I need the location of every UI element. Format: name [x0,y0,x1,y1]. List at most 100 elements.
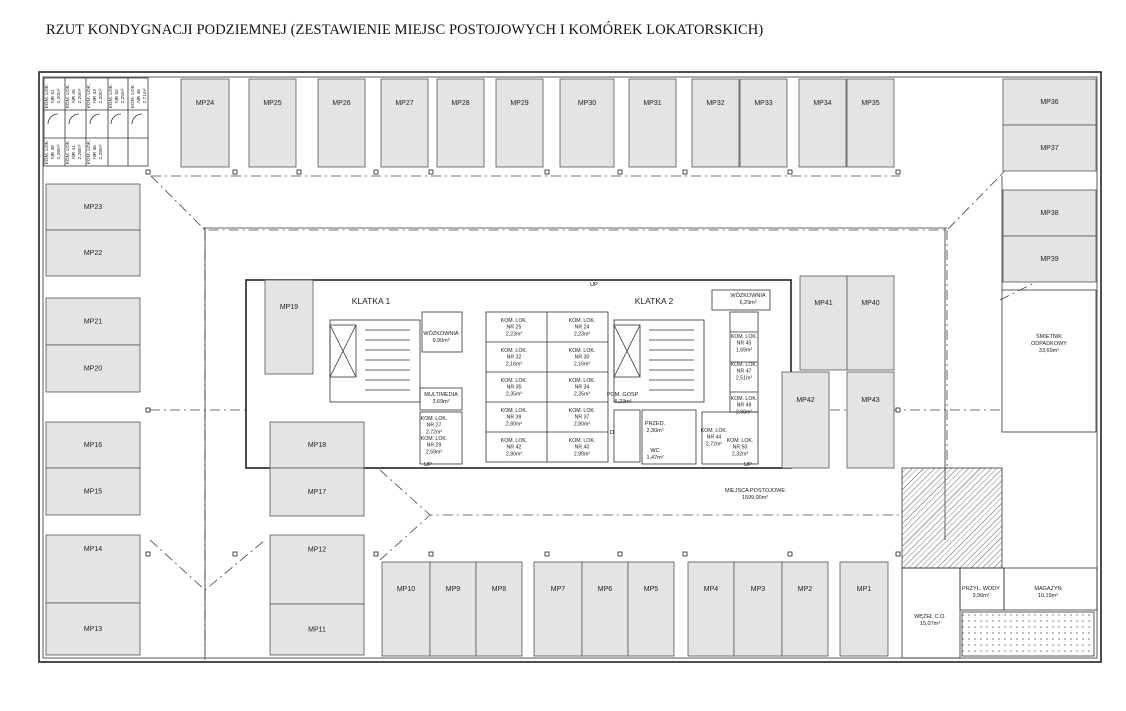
parking-spot-label: MP14 [84,546,102,553]
parking-spot-label: MP31 [643,100,661,107]
parking-spot-box [781,371,830,469]
room-storage-c11-text: KOM. LOK. [421,416,448,422]
parking-spot-box [317,78,366,168]
parking-spot-label: MP16 [84,442,102,449]
parking-spot-mp18: MP18 [269,421,365,469]
parking-spot-label: MP4 [704,586,719,593]
parking-spot-mp26: MP26 [317,78,366,168]
up-mark-3: UP [744,462,752,468]
parking-spot-box [45,297,141,346]
room-storage-c1-text: NR 25 [507,325,522,331]
post [373,551,379,557]
parking-spot-box [475,561,523,657]
post [373,169,379,175]
room-storage-c3-text: NR 32 [507,355,522,361]
room-storage-c1: KOM. LOK.NR 252,23m² [501,318,528,337]
room-wozkownia-1-text: 9,90m² [432,338,449,344]
room-parking-text: 1599,00m² [742,495,768,501]
room-pom-gosp: POM. GOSP.6,23m² [607,392,640,405]
room-storage-c6: KOM. LOK.NR 342,35m² [569,378,596,397]
room-klatka-1-text: KLATKA 1 [352,296,391,306]
room-przyl-wody-text: 3,96m² [972,593,989,599]
parking-spot-mp35: MP35 [846,78,895,168]
parking-spot-box [269,421,365,469]
parking-spot-mp41: MP41 [799,275,848,371]
storage-vertical-text: KOM. LOK. [108,84,114,109]
room-storage-c5-text: 2,35m² [506,391,522,397]
room-storage-c8: KOM. LOK.NR 372,80m² [569,408,596,427]
parking-spot-mp12: MP12 [269,534,365,605]
parking-spot-box [799,275,848,371]
room-wozkownia-2-text: WÓZKOWNIA [730,292,765,299]
parking-spot-mp20: MP20 [45,344,141,393]
room-storage-c16-text: 2,51m² [736,375,752,381]
parking-spot-mp19: MP19 [264,279,314,375]
storage-vertical-text: NR 36 [92,145,98,159]
room-klatka-1: KLATKA 1 [352,296,391,306]
parking-spot-mp2: MP2 [781,561,829,657]
room-wezel: WĘZEŁ C.O.15,07m² [914,614,946,627]
room-storage-c4-text: 2,16m² [574,361,590,367]
parking-spot-box [1002,189,1097,237]
parking-spot-mp43: MP43 [846,371,895,469]
parking-spot-label: MP30 [578,100,596,107]
parking-spot-label: MP6 [598,586,613,593]
parking-spot-mp4: MP4 [687,561,735,657]
post [895,407,901,413]
parking-spot-label: MP2 [798,586,813,593]
parking-spot-mp16: MP16 [45,421,141,469]
parking-spot-mp11: MP11 [269,603,365,656]
room-przyl-wody-text: PRZYŁ. WODY [962,586,1000,592]
parking-spot-mp39: MP39 [1002,235,1097,283]
parking-spot-box [628,78,677,168]
parking-spot-label: MP43 [861,397,879,404]
room-storage-c6-text: NR 34 [575,385,590,391]
parking-spot-box [798,78,847,168]
room-storage-c9-text: KOM. LOK. [501,438,528,444]
room-storage-c7: KOM. LOK.NR 392,80m² [501,408,528,427]
room-storage-c12-text: NR 29 [427,443,442,449]
room-wc: WC1,47m² [646,448,663,461]
parking-spot-label: MP28 [451,100,469,107]
parking-spot-box [846,78,895,168]
parking-spot-box [180,78,230,168]
outer-wall [38,71,1102,663]
parking-spot-box [269,534,365,605]
room-storage-c8-text: NR 37 [575,415,590,421]
room-storage-c11-text: 2,72m² [426,429,442,435]
room-storage-c6-text: 2,35m² [574,391,590,397]
room-storage-c4-text: NR 30 [575,355,590,361]
room-storage-c17: KOM. LOK.NR 492,69m² [731,396,758,415]
parking-spot-mp6: MP6 [581,561,629,657]
parking-spot-label: MP18 [308,442,326,449]
storage-vertical-text: 2,28m² [77,144,83,159]
room-wezel-text: 15,07m² [920,621,940,627]
post [428,551,434,557]
parking-spot-label: MP21 [84,318,102,325]
parking-spot-box [429,561,477,657]
parking-spot-mp37: MP37 [1002,124,1097,172]
parking-spot-label: MP41 [814,300,832,307]
room-storage-c16: KOM. LOK.NR 472,51m² [731,362,758,381]
parking-spot-box [559,78,615,168]
room-storage-c11-text: NR 27 [427,423,442,429]
parking-spot-label: MP5 [644,586,659,593]
room-storage-c8-text: KOM. LOK. [569,408,596,414]
room-storage-c4-text: KOM. LOK. [569,348,596,354]
room-wc-text: WC [650,448,659,454]
parking-spot-box [781,561,829,657]
parking-spot-label: MP35 [861,100,879,107]
up-mark-2: UP [424,462,432,468]
parking-spot-box [45,534,141,604]
room-smietnik-text: ŚMIETNIK [1036,332,1062,340]
room-storage-c7-text: 2,80m² [506,421,522,427]
room-storage-c5: KOM. LOK.NR 352,35m² [501,378,528,397]
parking-spot-box [846,275,895,371]
parking-spot-box [1002,78,1097,126]
parking-spot-box [264,279,314,375]
